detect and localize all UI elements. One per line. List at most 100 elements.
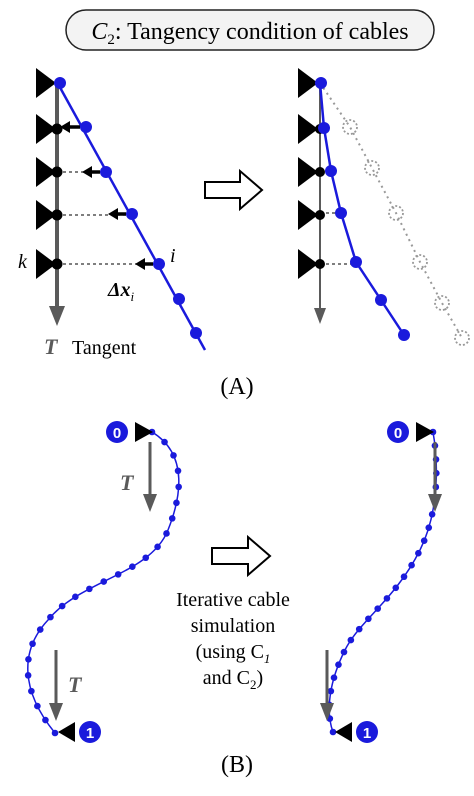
cable-node — [54, 77, 66, 89]
tangent-symbol: T — [44, 334, 59, 359]
anchor-point — [51, 209, 63, 221]
cable-node — [142, 554, 150, 562]
panel-a-before: k i Δxi T Tangent — [18, 68, 207, 359]
cable-node — [129, 563, 136, 570]
panel-a-label: (A) — [220, 374, 253, 400]
ghost-cable — [319, 82, 463, 339]
cable-b-after — [328, 431, 438, 733]
end-badge-label: 1 — [363, 725, 371, 742]
cable-node — [315, 77, 327, 89]
cable-node — [36, 626, 44, 633]
cable-b-after-nodes — [326, 428, 440, 736]
cable-node — [375, 294, 387, 306]
anchor-point — [315, 259, 325, 269]
ghost-node — [454, 330, 470, 346]
anchor-triangle — [36, 114, 56, 144]
cable-node — [163, 530, 170, 537]
cable-node — [72, 593, 79, 601]
cable-node — [100, 166, 112, 178]
cable-node — [398, 329, 410, 341]
displacement-arrowhead — [135, 258, 145, 270]
cable-node — [170, 452, 177, 459]
cable-node — [347, 636, 355, 644]
title-frame — [65, 9, 435, 51]
node-label-i: i — [170, 245, 176, 267]
anchor-triangle — [416, 422, 434, 442]
cable-node — [340, 648, 348, 656]
anchor-point — [51, 123, 63, 135]
cable-node — [327, 687, 335, 695]
transition-arrow-b — [211, 534, 272, 578]
cable-node — [350, 256, 362, 268]
title-text: C2: Tangency condition of cables — [91, 19, 408, 48]
tension-label-top: T — [120, 470, 135, 495]
title-box: C2: Tangency condition of cables — [65, 9, 435, 51]
anchor-triangle — [298, 200, 318, 230]
cable-node — [100, 578, 108, 585]
cable-node — [190, 327, 202, 339]
cable-a-after — [318, 82, 406, 336]
caption-line: and C2) — [203, 667, 263, 692]
panel-b-label: (B) — [221, 752, 253, 778]
cable-node — [318, 122, 330, 134]
tension-arrowhead-b-after-bottom — [320, 703, 334, 721]
anchor-triangle — [36, 200, 56, 230]
cable-node — [335, 661, 342, 668]
displacement-arrowhead — [108, 208, 118, 220]
ghost-node — [434, 295, 450, 311]
anchor-point — [315, 210, 325, 220]
tension-arrowhead-b-top — [143, 494, 157, 512]
ghost-node — [342, 119, 358, 135]
panel-b-after: 0 1 — [320, 421, 442, 743]
caption-line: Iterative cable — [176, 589, 290, 611]
cable-node — [47, 613, 54, 621]
cable-node — [400, 573, 408, 581]
cable-node — [25, 655, 32, 663]
end-badge — [356, 721, 378, 743]
caption-line: simulation — [191, 615, 275, 637]
panel-b-before: 0 T 1 T — [24, 421, 182, 743]
cable-node — [153, 258, 165, 270]
cable-node — [408, 561, 415, 569]
cable-node — [28, 687, 35, 695]
anchor-triangle — [58, 722, 75, 742]
tension-arrowhead-b-bottom — [49, 703, 63, 721]
cable-node — [335, 207, 347, 219]
displacement-arrowhead — [82, 166, 92, 178]
anchor-triangle — [298, 114, 318, 144]
tension-arrowhead-a — [49, 306, 65, 326]
ghost-node — [412, 254, 428, 270]
cable-b — [27, 431, 180, 734]
cable-node — [330, 674, 338, 682]
start-badge-label: 0 — [394, 425, 402, 442]
anchor-triangle — [298, 157, 318, 187]
anchor-triangle — [335, 722, 352, 742]
anchor-point — [51, 258, 63, 270]
anchor-point — [51, 166, 63, 178]
anchor-triangle — [298, 249, 318, 279]
cable-node — [329, 728, 337, 736]
displacement-arrowhead — [60, 121, 70, 133]
ghost-node — [388, 205, 404, 221]
anchor-triangle — [36, 157, 56, 187]
anchor-triangle — [36, 68, 56, 98]
tension-arrowhead-b-after-top — [428, 494, 442, 512]
cable-node — [29, 640, 36, 648]
cable-node — [325, 165, 337, 177]
tangent-text: Tangent — [72, 337, 137, 359]
caption-line: (using C1 — [196, 641, 271, 666]
cable-node — [383, 595, 391, 602]
cable-node — [420, 537, 428, 544]
anchor-point — [315, 167, 325, 177]
anchor-triangle — [135, 422, 153, 442]
cable-node — [34, 702, 41, 710]
iterative-caption: Iterative cable simulation (using C1 and… — [176, 589, 290, 692]
cable-node — [365, 615, 372, 623]
start-badge — [106, 421, 128, 443]
cable-node — [168, 515, 176, 522]
end-badge — [79, 721, 101, 743]
delta-x-label: Δxi — [107, 279, 135, 304]
panel-a-after — [298, 68, 470, 346]
cable-node — [428, 510, 436, 518]
